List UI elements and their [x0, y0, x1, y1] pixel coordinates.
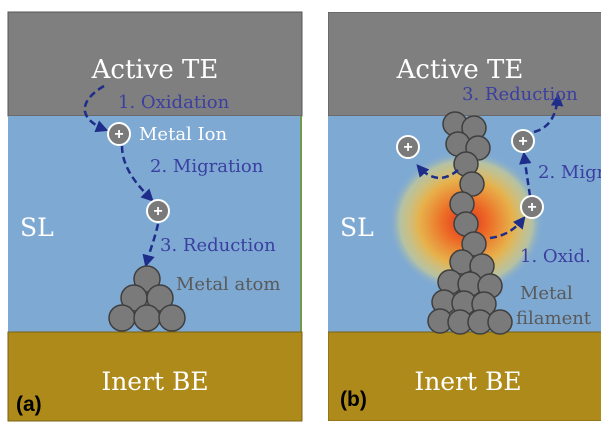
top-electrode-label-b: Active TE: [396, 55, 524, 85]
top-electrode-a: [7, 11, 303, 117]
filament-label-line1: Metal: [520, 283, 573, 304]
metal-ion-b3: +: [520, 195, 544, 219]
step-oxidation-a: 1. Oxidation: [118, 92, 230, 113]
step-migration-b: 2. Migr: [538, 162, 606, 183]
reduction-arrow-b: [533, 93, 564, 134]
panel-letter-b: (b): [340, 388, 367, 411]
step-reduction-b: 3. Reduction: [462, 84, 578, 105]
metal-filament-b: [427, 111, 513, 335]
metal-atom-cluster-a: [108, 265, 186, 332]
bottom-electrode-label-a: Inert BE: [101, 367, 208, 396]
top-electrode-label-a: Active TE: [91, 55, 219, 85]
migration-arrow-b: [519, 151, 532, 197]
step-reduction-a: 3. Reduction: [160, 235, 276, 256]
panel-b: Active TE SL Inert BE: [328, 12, 606, 421]
panel-a: Active TE SL Inert BE 1. Oxidation 2. Mi…: [7, 11, 303, 422]
bottom-electrode-b: [328, 331, 601, 421]
left-ion-arrow-b: [416, 164, 459, 179]
metal-ion-a1: +: [107, 122, 131, 146]
reduction-arrow-a: [142, 223, 160, 268]
bottom-electrode-label-b: Inert BE: [414, 367, 521, 396]
svg-text:+: +: [403, 139, 412, 156]
migration-arrow-a: [120, 145, 154, 202]
metal-ion-b2: +: [511, 129, 535, 153]
svg-text:+: +: [153, 203, 162, 220]
filament-label-line2: filament: [516, 308, 592, 329]
metal-ion-a2: +: [146, 199, 170, 223]
panel-letter-a: (a): [16, 393, 42, 416]
metal-atom-label-a: Metal atom: [176, 274, 280, 295]
svg-text:+: +: [114, 126, 123, 143]
metal-ion-b1: +: [396, 135, 420, 159]
oxidation-arrow-b: [489, 216, 526, 240]
step-migration-a: 2. Migration: [150, 156, 264, 177]
svg-text:+: +: [527, 199, 536, 216]
metal-ion-label-a: Metal Ion: [139, 124, 227, 145]
step-oxidation-b: 1. Oxid.: [520, 246, 591, 267]
switching-layer-label-b: SL: [340, 213, 374, 242]
svg-text:+: +: [518, 133, 527, 150]
bottom-electrode-a: [7, 331, 303, 422]
switching-layer-label-a: SL: [20, 213, 54, 242]
